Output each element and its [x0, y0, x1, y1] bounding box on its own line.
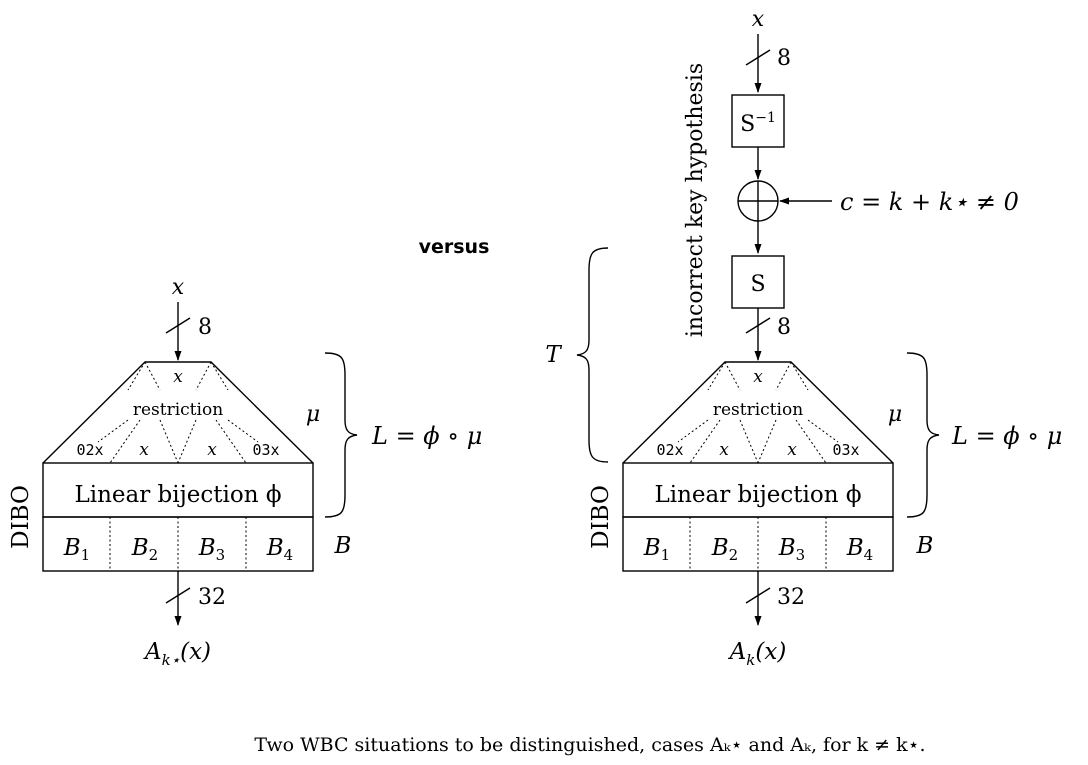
right-out-02x: 02x: [656, 441, 683, 459]
left-mapping-x: x: [173, 367, 183, 387]
right-restriction-label: restriction: [713, 400, 803, 420]
right-input-width: 8: [777, 46, 791, 71]
right-xor-icon: [737, 180, 779, 222]
right-T-label: T: [545, 342, 562, 368]
right-B-label: B: [916, 533, 934, 559]
right-T-brace: [576, 247, 609, 463]
right-out-03x: 03x: [832, 441, 859, 459]
left-byte-3: B3: [198, 535, 225, 564]
left-dibo-label: DIBO: [8, 485, 34, 549]
left-byte-4: B4: [266, 535, 293, 564]
right-byte-3: B3: [778, 535, 805, 564]
right-byte-4: B4: [846, 535, 873, 564]
right-input-var: x: [752, 7, 765, 32]
right-linear-label: Linear bijection ϕ: [654, 482, 861, 508]
versus-label: versus: [419, 236, 490, 258]
right-s-slash: [745, 317, 771, 334]
left-output-label: Ak⋆(x): [143, 639, 211, 669]
right-brace: [906, 352, 940, 518]
right-diagram: x 8 S−1 c = k + k⋆ ≠ 0 S 8 incorrect key…: [545, 7, 1062, 669]
left-mu-label: μ: [306, 402, 320, 427]
right-out-x2: x: [787, 440, 797, 460]
right-byte-1: B1: [643, 535, 670, 564]
left-diagram: x 8 x restriction 02x x x 03x μ L = ϕ ∘ …: [8, 275, 482, 669]
right-output-width: 32: [777, 585, 805, 610]
left-brace: [324, 352, 358, 518]
right-vertical-label: incorrect key hypothesis: [683, 63, 708, 337]
figure-caption: Two WBC situations to be distinguished, …: [254, 734, 925, 756]
right-s-label: S: [750, 272, 765, 297]
right-out-x1: x: [719, 440, 729, 460]
left-out-x2: x: [207, 440, 217, 460]
left-out-02x: 02x: [76, 441, 103, 459]
left-out-03x: 03x: [252, 441, 279, 459]
left-byte-1: B1: [63, 535, 90, 564]
right-s-width: 8: [777, 315, 791, 340]
left-input-slash: [165, 317, 191, 334]
left-output-slash: [165, 587, 191, 604]
right-mu-label: μ: [888, 402, 902, 427]
right-byte-2: B2: [711, 535, 738, 564]
right-mapping-x: x: [753, 367, 763, 387]
right-L-label: L = ϕ ∘ μ: [951, 422, 1062, 450]
right-sinv-label: S−1: [740, 110, 776, 137]
right-mu-trapezoid: [622, 361, 894, 464]
right-dibo-label: DIBO: [588, 485, 614, 549]
left-input-width: 8: [198, 315, 212, 340]
right-output-slash: [745, 587, 771, 604]
left-restriction-label: restriction: [133, 400, 223, 420]
left-input-var: x: [172, 275, 185, 300]
right-input-slash: [745, 49, 771, 66]
left-restriction-lines: [97, 361, 259, 464]
right-output-label: Ak(x): [728, 639, 787, 669]
right-restriction-lines: [677, 361, 839, 464]
left-linear-label: Linear bijection ϕ: [74, 482, 281, 508]
left-out-x1: x: [139, 440, 149, 460]
left-B-label: B: [334, 533, 352, 559]
left-mu-trapezoid: [42, 361, 314, 464]
left-L-label: L = ϕ ∘ μ: [371, 422, 482, 450]
left-byte-2: B2: [131, 535, 158, 564]
left-output-width: 32: [198, 585, 226, 610]
right-c-label: c = k + k⋆ ≠ 0: [840, 188, 1019, 216]
